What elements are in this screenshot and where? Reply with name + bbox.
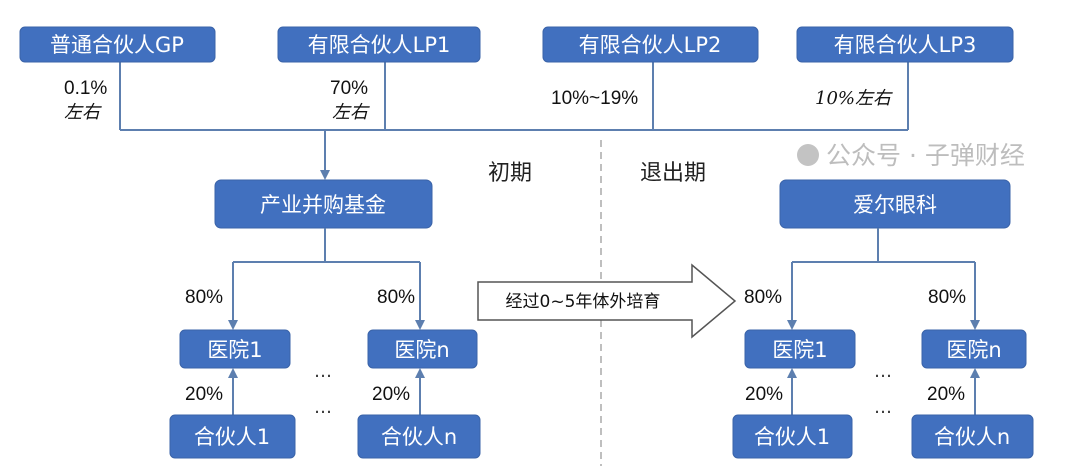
right-partner-n: 合伙人n xyxy=(911,414,1034,459)
partner-lp1: 有限合伙人LP1 xyxy=(277,26,481,63)
box-label: 医院n xyxy=(394,338,449,362)
box-label: 合伙人n xyxy=(934,425,1010,449)
ellipsis: … xyxy=(874,397,892,418)
box-label: 普通合伙人GP xyxy=(50,33,184,57)
company-box: 爱尔眼科 xyxy=(779,179,1011,229)
ellipsis: … xyxy=(314,397,332,418)
top-connectors xyxy=(119,62,909,180)
left-hospital-1: 医院1 xyxy=(179,329,291,369)
lp1-approx: 左右 xyxy=(332,102,370,123)
box-label: 产业并购基金 xyxy=(260,193,386,217)
ellipsis: … xyxy=(874,361,892,382)
partner-gp: 普通合伙人GP xyxy=(19,26,216,63)
transition-arrow: 经过0~5年体外培育 xyxy=(477,263,737,339)
left-hospital-n: 医院n xyxy=(367,329,478,369)
company-share-1: 80% xyxy=(744,287,782,308)
watermark: 公众号 · 子弹财经 xyxy=(797,141,1025,170)
box-label: 合伙人n xyxy=(381,425,457,449)
ellipsis: … xyxy=(314,361,332,382)
company-share-n: 80% xyxy=(928,287,966,308)
box-label: 医院n xyxy=(946,338,1001,362)
box-label: 有限合伙人LP2 xyxy=(579,33,722,57)
left-partner-n: 合伙人n xyxy=(357,414,481,459)
lp2-share: 10%~19% xyxy=(551,88,638,109)
left-partner-1: 合伙人1 xyxy=(169,414,296,459)
watermark-text: 公众号 · 子弹财经 xyxy=(826,141,1025,170)
lp1-share: 70% xyxy=(330,78,368,99)
fund-share-1: 80% xyxy=(185,287,223,308)
wechat-icon xyxy=(797,144,819,166)
gp-share: 0.1% xyxy=(64,78,107,99)
partner-share-1: 20% xyxy=(745,384,783,405)
right-partner-1: 合伙人1 xyxy=(732,414,853,459)
fund-box: 产业并购基金 xyxy=(214,179,433,229)
right-hospital-n: 医院n xyxy=(921,329,1027,369)
left-connectors xyxy=(228,228,425,415)
right-connectors xyxy=(787,228,980,415)
lp3-share: 10%左右 xyxy=(815,88,893,109)
box-label: 医院1 xyxy=(772,338,827,362)
box-label: 医院1 xyxy=(207,338,262,362)
box-label: 合伙人1 xyxy=(754,425,830,449)
box-label: 合伙人1 xyxy=(194,425,270,449)
transition-label: 经过0~5年体外培育 xyxy=(506,292,661,312)
phase-initial: 初期 xyxy=(488,161,532,186)
partner-share-n: 20% xyxy=(372,384,410,405)
gp-approx: 左右 xyxy=(64,102,102,123)
partner-lp2: 有限合伙人LP2 xyxy=(542,26,759,63)
fund-share-n: 80% xyxy=(377,287,415,308)
partner-share-1: 20% xyxy=(185,384,223,405)
right-hospital-1: 医院1 xyxy=(744,329,856,369)
box-label: 有限合伙人LP1 xyxy=(308,33,451,57)
partner-share-n: 20% xyxy=(927,384,965,405)
phase-exit: 退出期 xyxy=(640,161,706,186)
box-label: 爱尔眼科 xyxy=(853,193,937,217)
box-label: 有限合伙人LP3 xyxy=(834,33,977,57)
partner-lp3: 有限合伙人LP3 xyxy=(796,26,1014,63)
